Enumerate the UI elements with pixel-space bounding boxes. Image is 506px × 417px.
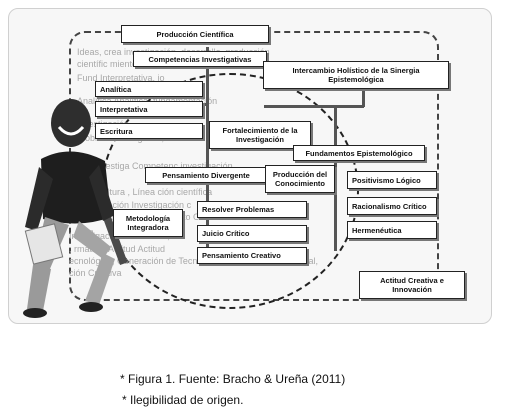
box-pensamiento-creativo: Pensamiento Creativo bbox=[197, 247, 307, 264]
background-text: Fund Interpretativa, io bbox=[77, 73, 165, 83]
connector-line bbox=[334, 105, 364, 108]
box-juicio-critico: Juicio Crítico bbox=[197, 225, 307, 242]
person-illustration bbox=[23, 99, 128, 318]
connector-line bbox=[264, 105, 334, 108]
connector-line bbox=[362, 91, 365, 107]
legibility-note: * Ilegibilidad de origen. bbox=[122, 393, 244, 407]
background-text: científic miento bbox=[77, 59, 138, 69]
background-text: ción Cultura , Línea ción científica bbox=[77, 187, 213, 197]
box-pensamiento-divergente: Pensamiento Divergente bbox=[145, 167, 267, 183]
connector-line bbox=[334, 105, 337, 251]
box-fortalecimiento-investigacion: Fortalecimiento de la Investigación bbox=[209, 121, 311, 149]
box-interpretativa: Interpretativa bbox=[95, 101, 203, 117]
figure-caption: * Figura 1. Fuente: Bracho & Ureña (2011… bbox=[120, 372, 346, 386]
background-text: investigación Investigación c bbox=[77, 200, 192, 210]
diagram-figure: Ideas, crea investigación, desarrollo, p… bbox=[8, 8, 492, 324]
box-produccion-conocimiento: Producción del Conocimiento bbox=[265, 165, 335, 193]
box-escritura: Escritura bbox=[95, 123, 203, 139]
box-racionalismo-critico: Racionalismo Crítico bbox=[347, 197, 437, 215]
box-hermeneutica: Hermenéutica bbox=[347, 221, 437, 239]
background-text: cia, Investiga Competenc investigación, bbox=[77, 161, 236, 171]
box-analitica: Analítica bbox=[95, 81, 203, 97]
box-intercambio-holistico: Intercambio Holístico de la Sinergia Epi… bbox=[263, 61, 449, 89]
background-text: ecnológica, Generación de Tecn académica… bbox=[69, 256, 318, 266]
box-fundamentos-epistemologico: Fundamentos Epistemológico bbox=[293, 145, 425, 161]
connector-line bbox=[206, 47, 209, 257]
box-actitud-creativa: Actitud Creativa e Innovación bbox=[359, 271, 465, 299]
box-produccion-cientifica: Producción Científica bbox=[121, 25, 269, 43]
box-positivismo-logico: Positivismo Lógico bbox=[347, 171, 437, 189]
box-metodologia-integradora: Metodología Integradora bbox=[113, 209, 183, 237]
box-resolver-problemas: Resolver Problemas bbox=[197, 201, 307, 218]
background-text: ción Creativa bbox=[69, 268, 122, 278]
box-competencias-investigativas: Competencias Investigativas bbox=[133, 51, 267, 67]
